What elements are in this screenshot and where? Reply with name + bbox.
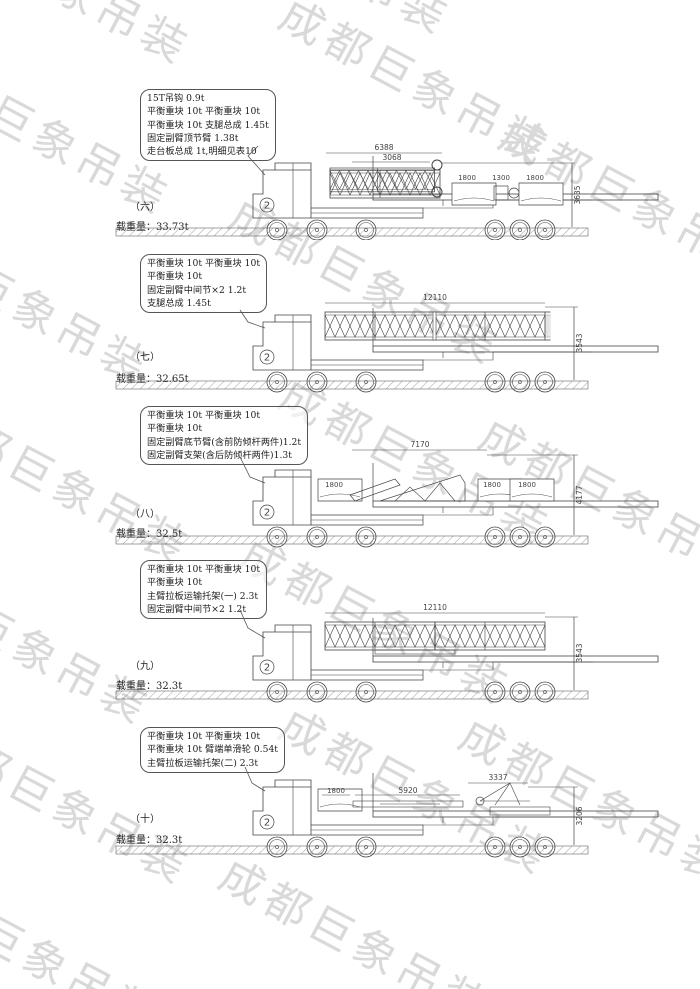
svg-text:7170: 7170 (410, 440, 429, 449)
transport-section-10: 平衡重块 10t 平衡重块 10t 平衡重块 10t 臂端单滑轮 0.54t 主… (0, 705, 700, 865)
transport-section-7: 平衡重块 10t 平衡重块 10t 平衡重块 10t 固定副臂中间节×2 1.2… (0, 240, 700, 395)
svg-text:1800: 1800 (458, 174, 476, 182)
transport-section-9: 平衡重块 10t 平衡重块 10t 平衡重块 10t 主臂拉板运输托架(一) 2… (0, 550, 700, 705)
section-number: （十） (130, 814, 160, 825)
load-value: 32.3t (156, 835, 183, 846)
svg-text:12110: 12110 (423, 603, 447, 612)
cargo-line: 走台板总成 1t,明细见表10 (147, 146, 257, 158)
svg-text:3543: 3543 (575, 643, 584, 662)
svg-text:5920: 5920 (398, 786, 417, 795)
cargo-line: 平衡重块 10t 平衡重块 10t (147, 258, 261, 269)
svg-text:3635: 3635 (573, 185, 582, 204)
cargo-line: 主臂拉板运输托架(一) 2.3t (147, 590, 259, 602)
cargo-line: 平衡重块 10t 平衡重块 10t (147, 731, 261, 742)
cargo-line: 固定副臂支架(含后防倾杆两件)1.3t (147, 449, 292, 461)
load-value: 33.73t (156, 222, 189, 233)
cargo-line: 固定副臂中间节×2 1.2t (147, 603, 247, 615)
cargo-line: 固定副臂顶节臂 1.38t (147, 132, 239, 144)
section-number: （七） (130, 352, 160, 363)
svg-text:1300: 1300 (492, 174, 510, 182)
cargo-callout: 15T吊钩 0.9t 平衡重块 10t 平衡重块 10t 平衡重块 10t 支腿… (140, 89, 276, 162)
load-capacity: 载重量：32.5t (116, 529, 183, 540)
cargo-line: 主臂拉板运输托架(二) 2.3t (147, 757, 259, 769)
cargo-line: 15T吊钩 0.9t (147, 93, 205, 104)
load-value: 32.65t (156, 374, 189, 385)
cargo-line: 平衡重块 10t 平衡重块 10t (147, 106, 261, 118)
svg-text:1800: 1800 (325, 481, 343, 489)
cargo-line: 平衡重块 10t 平衡重块 10t (147, 564, 261, 575)
svg-text:3543: 3543 (575, 333, 584, 352)
svg-text:1800: 1800 (483, 481, 501, 489)
cargo-line: 固定副臂中间节×2 1.2t (147, 284, 247, 296)
svg-text:3206: 3206 (575, 806, 584, 825)
cargo-line: 固定副臂底节臂(含前防倾杆两件)1.2t (147, 436, 302, 448)
svg-text:3068: 3068 (382, 153, 401, 162)
transport-section-6: 15T吊钩 0.9t 平衡重块 10t 平衡重块 10t 平衡重块 10t 支腿… (0, 0, 700, 240)
svg-text:1800: 1800 (327, 787, 345, 795)
truck-diagram: 1800 5920 3337 3206 (115, 766, 700, 865)
cargo-line: 平衡重块 10t (147, 423, 203, 435)
transport-section-8: 平衡重块 10t 平衡重块 10t 平衡重块 10t 固定副臂底节臂(含前防倾杆… (0, 395, 700, 550)
section-number: （八） (130, 509, 160, 520)
svg-text:4177: 4177 (575, 485, 584, 504)
watermark-text: 成都巨象吊装 (0, 859, 170, 989)
truck-diagram: 12110 3543 (115, 603, 700, 705)
truck-diagram: 6388 3068 1800 1300 1800 3635 (115, 143, 700, 240)
truck-diagram: 7170 1800 1800 1800 4177 (115, 440, 700, 550)
load-capacity: 载重量：32.65t (116, 374, 189, 385)
svg-text:1800: 1800 (526, 174, 544, 182)
section-number: （六） (130, 202, 160, 213)
cargo-callout: 平衡重块 10t 平衡重块 10t 平衡重块 10t 固定副臂底节臂(含前防倾杆… (140, 406, 309, 466)
load-value: 32.3t (156, 681, 183, 692)
svg-text:3337: 3337 (488, 773, 507, 782)
cargo-line: 平衡重块 10t (147, 577, 203, 589)
truck-diagram: 12110 3543 (115, 293, 700, 395)
svg-text:12110: 12110 (423, 293, 447, 302)
svg-text:1800: 1800 (518, 481, 536, 489)
dimension-label: 6388 (374, 143, 393, 152)
cargo-line: 支腿总成 1.45t (147, 297, 211, 309)
cargo-line: 平衡重块 10t 支腿总成 1.45t (147, 119, 269, 131)
load-capacity: 载重量：32.3t (116, 681, 183, 692)
cargo-line: 平衡重块 10t 平衡重块 10t (147, 410, 261, 421)
cargo-line: 平衡重块 10t 臂端单滑轮 0.54t (147, 744, 278, 756)
cargo-line: 平衡重块 10t (147, 271, 203, 283)
load-capacity: 载重量：32.3t (116, 835, 183, 846)
load-capacity: 载重量：33.73t (116, 222, 189, 233)
load-value: 32.5t (156, 529, 183, 540)
cargo-callout: 平衡重块 10t 平衡重块 10t 平衡重块 10t 主臂拉板运输托架(一) 2… (140, 560, 268, 620)
section-number: （九） (130, 661, 160, 672)
cargo-callout: 平衡重块 10t 平衡重块 10t 平衡重块 10t 臂端单滑轮 0.54t 主… (140, 727, 285, 773)
cargo-callout: 平衡重块 10t 平衡重块 10t 平衡重块 10t 固定副臂中间节×2 1.2… (140, 254, 268, 314)
